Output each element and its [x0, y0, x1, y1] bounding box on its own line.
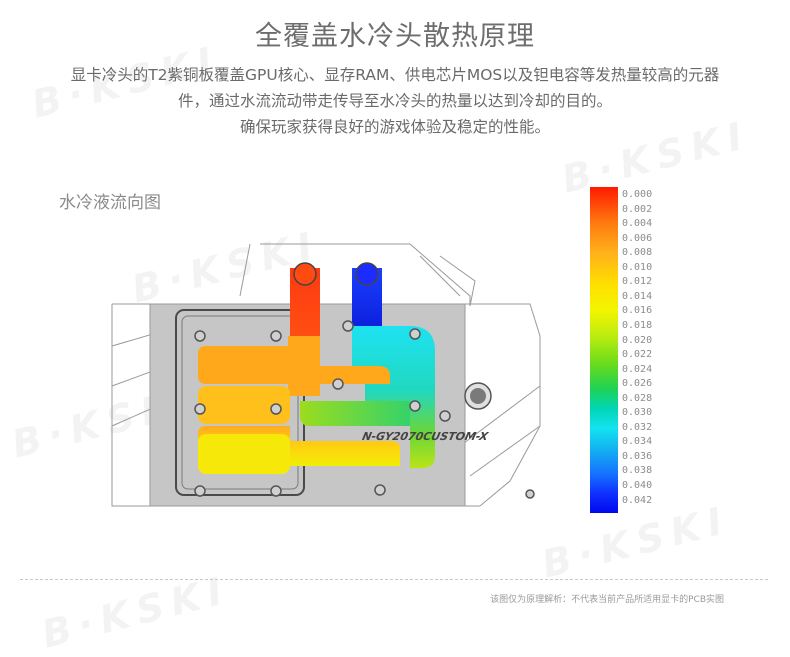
scale-tick-label: 0.010 — [622, 261, 653, 273]
watermark: B·KSKI — [37, 567, 235, 657]
scale-tick-label: 0.036 — [622, 450, 653, 462]
separator — [20, 579, 768, 580]
scale-tick-label: 0.040 — [622, 480, 653, 491]
outlet-port — [355, 262, 379, 286]
scale-tick-label: 0.014 — [622, 290, 653, 302]
watermark: B·KSKI — [537, 497, 735, 587]
page-title: 全覆盖水冷头散热原理 — [255, 21, 535, 52]
scale-tick-label: 0.024 — [622, 363, 653, 375]
block-logo-text: N-GY2070CUSTOM-X — [361, 430, 491, 443]
scale-tick-label: 0.006 — [622, 232, 653, 244]
footnote: 该图仅为原理解析：不代表当前产品所适用显卡的PCB实图 — [490, 595, 724, 605]
waterblock-flow-diagram: N-GY2070CUSTOM-X — [111, 243, 541, 507]
scale-tick-label: 0.016 — [622, 305, 653, 317]
scale-tick-label: 0.018 — [622, 319, 653, 331]
scale-tick-label: 0.042 — [622, 494, 653, 506]
scale-tick-label: 0.008 — [622, 247, 653, 259]
description-line: 确保玩家获得良好的游戏体验及稳定的性能。 — [239, 118, 550, 136]
flow-scale-bar — [590, 187, 618, 513]
inlet-port — [293, 262, 317, 286]
scale-tick-label: 0.034 — [622, 436, 653, 448]
scale-tick-label: 0.012 — [622, 276, 653, 288]
scale-tick-label: 0.002 — [622, 203, 653, 215]
mounting-screws — [194, 320, 535, 499]
scale-tick-label: 0.038 — [622, 465, 653, 477]
scale-tick-label: 0.004 — [622, 218, 653, 230]
scale-tick-label: 0.028 — [622, 392, 653, 404]
scale-tick-label: 0.000 — [622, 189, 653, 200]
scale-tick-label: 0.020 — [622, 334, 653, 346]
description-line: 显卡冷头的T2紫铜板覆盖GPU核心、显存RAM、供电芯片MOS以及钽电容等发热量… — [70, 66, 720, 84]
right-flow-channel — [352, 326, 435, 468]
scale-tick-label: 0.022 — [622, 349, 653, 361]
flow-diagram-label: 水冷液流向图 — [59, 193, 161, 213]
scale-tick-label: 0.030 — [622, 407, 653, 419]
description-line: 件，通过水流流动带走传导至水冷头的热量以达到冷却的目的。 — [177, 92, 612, 110]
scale-tick-label: 0.026 — [622, 378, 653, 390]
middle-flow-channel — [300, 401, 410, 426]
scale-tick-label: 0.032 — [622, 421, 653, 433]
